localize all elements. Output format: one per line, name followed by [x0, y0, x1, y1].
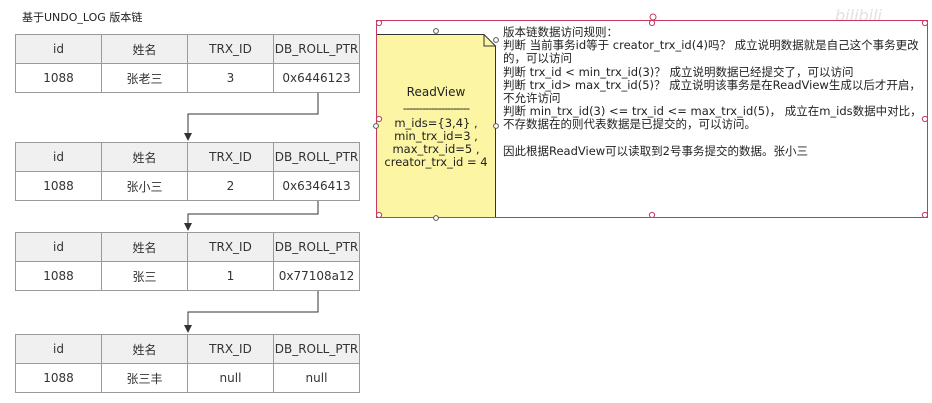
readview-content: ReadView --------------------- m_ids={3,… [378, 86, 494, 169]
note-handle[interactable] [493, 123, 499, 129]
resize-handle[interactable] [921, 20, 928, 27]
cell-name: 张三 [101, 261, 188, 291]
readview-max-trx-id: max_trx_id=5 , [392, 142, 480, 156]
cell-trx-id: 1 [187, 261, 274, 291]
readview-separator: --------------------- [402, 102, 470, 115]
col-header-id: id [15, 34, 102, 64]
access-rules-text[interactable]: 版本链数据访问规则： 判断 当前事务id等于 creator_trx_id(4)… [503, 25, 926, 158]
note-handle[interactable] [493, 37, 499, 43]
col-header-roll-ptr: DB_ROLL_PTR [273, 34, 360, 64]
rule-line-4: 判断 min_trx_id(3) <= trx_id <= max_trx_id… [503, 104, 922, 132]
version-table-1: id 姓名 TRX_ID DB_ROLL_PTR 1088 张老三 3 0x64… [15, 34, 360, 93]
note-handle[interactable] [433, 28, 439, 34]
cell-name: 张三丰 [101, 363, 188, 393]
col-header-trx-id: TRX_ID [187, 232, 274, 262]
col-header-name: 姓名 [101, 232, 188, 262]
cell-id: 1088 [15, 261, 102, 291]
resize-handle[interactable] [376, 115, 383, 123]
col-header-trx-id: TRX_ID [187, 142, 274, 172]
rules-conclusion: 因此根据ReadView可以读取到2号事务提交的数据。张小三 [503, 143, 809, 158]
resize-handle[interactable] [648, 211, 656, 218]
table-row: 1088 张小三 2 0x6346413 [15, 171, 360, 201]
cell-roll-ptr: 0x77108a12 [273, 261, 360, 291]
readview-m-ids: m_ids={3,4} , [394, 116, 478, 130]
readview-title: ReadView [406, 85, 466, 99]
cell-id: 1088 [15, 63, 102, 93]
table-row: 1088 张老三 3 0x6446123 [15, 63, 360, 93]
cell-name: 张小三 [101, 171, 188, 201]
resize-handle[interactable] [648, 20, 656, 27]
rule-line-2: 判断 trx_id < min_trx_id(3)？ 成立说明数据已经提交了，可… [503, 64, 854, 79]
table-row: 1088 张三丰 null null [15, 363, 360, 393]
col-header-id: id [15, 334, 102, 364]
note-handle[interactable] [433, 215, 439, 221]
resize-handle[interactable] [376, 211, 383, 218]
col-header-roll-ptr: DB_ROLL_PTR [273, 232, 360, 262]
cell-id: 1088 [15, 171, 102, 201]
readview-min-trx-id: min_trx_id=3 , [394, 129, 478, 143]
col-header-name: 姓名 [101, 334, 188, 364]
cell-roll-ptr: 0x6446123 [273, 63, 360, 93]
col-header-roll-ptr: DB_ROLL_PTR [273, 142, 360, 172]
note-handles [373, 28, 499, 221]
rule-line-1: 判断 当前事务id等于 creator_trx_id(4)吗？ 成立说明数据就是… [503, 38, 919, 66]
roll-ptr-arrow-2 [184, 199, 319, 231]
table-row: 1088 张三 1 0x77108a12 [15, 261, 360, 291]
col-header-name: 姓名 [101, 142, 188, 172]
version-table-3: id 姓名 TRX_ID DB_ROLL_PTR 1088 张三 1 0x771… [15, 232, 360, 291]
col-header-id: id [15, 142, 102, 172]
cell-roll-ptr: 0x6346413 [273, 171, 360, 201]
cell-trx-id: 2 [187, 171, 274, 201]
roll-ptr-arrow-3 [184, 289, 319, 333]
resize-handle[interactable] [921, 115, 928, 123]
col-header-trx-id: TRX_ID [187, 334, 274, 364]
version-table-2: id 姓名 TRX_ID DB_ROLL_PTR 1088 张小三 2 0x63… [15, 142, 360, 201]
cell-trx-id: 3 [187, 63, 274, 93]
col-header-id: id [15, 232, 102, 262]
resize-handle[interactable] [376, 20, 383, 27]
note-handle[interactable] [373, 123, 379, 129]
cell-trx-id: null [187, 363, 274, 393]
cell-roll-ptr: null [273, 363, 360, 393]
cell-name: 张老三 [101, 63, 188, 93]
version-table-4: id 姓名 TRX_ID DB_ROLL_PTR 1088 张三丰 null n… [15, 334, 360, 393]
selection-frame[interactable] [376, 20, 928, 218]
col-header-roll-ptr: DB_ROLL_PTR [273, 334, 360, 364]
rules-heading: 版本链数据访问规则： [503, 25, 618, 39]
rule-line-3: 判断 trx_id> max_trx_id(5)？ 成立说明该事务是在ReadV… [503, 77, 921, 106]
diagram-title: 基于UNDO_LOG 版本链 [22, 11, 143, 24]
rotate-handle[interactable] [648, 12, 658, 22]
readview-creator-trx-id: creator_trx_id = 4 [384, 155, 488, 169]
cell-id: 1088 [15, 363, 102, 393]
resize-handle[interactable] [921, 211, 928, 218]
col-header-trx-id: TRX_ID [187, 34, 274, 64]
roll-ptr-arrow-1 [184, 90, 319, 141]
col-header-name: 姓名 [101, 34, 188, 64]
